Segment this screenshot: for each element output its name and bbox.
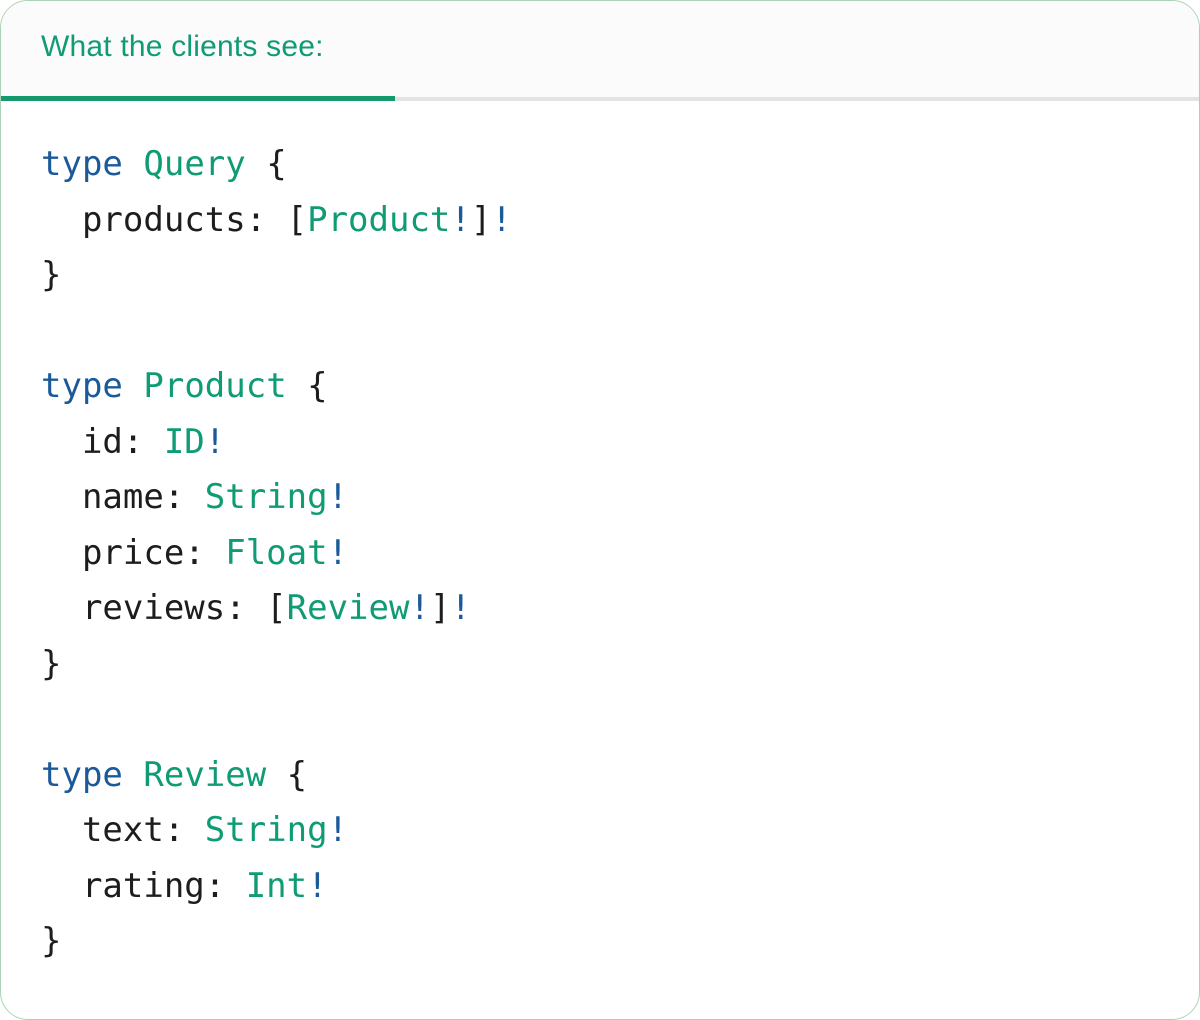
code-token-plain <box>123 144 143 184</box>
code-token-plain: products: [ <box>41 199 308 240</box>
code-line: type Query { <box>41 137 1159 193</box>
tab-underline-active <box>1 96 395 101</box>
code-token-bang: ! <box>307 865 328 906</box>
code-token-bang: ! <box>491 199 512 240</box>
code-token-keyword: type <box>41 144 123 184</box>
code-line: } <box>41 914 1159 970</box>
code-line: type Review { <box>41 748 1159 804</box>
tab-bar: What the clients see: <box>1 1 1199 101</box>
code-token-plain <box>123 366 143 406</box>
code-token-plain: text: <box>41 810 205 850</box>
code-block: type Query { products: [Product!]!}type … <box>1 101 1199 1006</box>
code-token-plain: id: <box>41 421 164 462</box>
code-token-bang: ! <box>327 810 349 850</box>
code-token-plain: { <box>266 754 308 795</box>
code-line: } <box>41 637 1159 693</box>
code-token-keyword: type <box>41 366 123 406</box>
code-token-bang: ! <box>327 477 349 517</box>
code-token-bang: ! <box>450 588 471 628</box>
code-token-bang: ! <box>327 532 349 573</box>
code-token-type: Product <box>143 366 287 406</box>
code-line: id: ID! <box>41 415 1159 471</box>
code-token-type: Product <box>307 199 451 240</box>
code-token-bang: ! <box>450 199 471 240</box>
code-line: type Product { <box>41 359 1159 415</box>
tab-underline-track <box>1 97 1199 101</box>
tab-what-the-clients-see[interactable]: What the clients see: <box>1 30 324 72</box>
code-line <box>41 692 1159 748</box>
code-token-plain: { <box>245 144 287 184</box>
code-token-plain: price: <box>41 532 226 573</box>
code-token-type: String <box>204 477 328 517</box>
code-token-bang: ! <box>409 588 430 628</box>
code-line: products: [Product!]! <box>41 193 1159 249</box>
code-line: text: String! <box>41 803 1159 859</box>
code-token-plain: rating: <box>41 865 246 906</box>
code-line: } <box>41 248 1159 304</box>
code-token-plain: } <box>41 643 62 684</box>
code-line: reviews: [Review!]! <box>41 581 1159 637</box>
code-token-type: Query <box>143 144 246 184</box>
code-line: rating: Int! <box>41 859 1159 915</box>
code-token-plain: name: <box>41 477 205 517</box>
code-token-plain: } <box>41 921 62 961</box>
code-token-type: Review <box>143 754 267 795</box>
code-token-plain <box>123 755 143 795</box>
code-token-keyword: type <box>41 754 123 795</box>
code-line <box>41 304 1159 360</box>
code-token-plain: ] <box>429 588 451 628</box>
code-token-type: Float <box>225 532 328 573</box>
code-token-plain: reviews: [ <box>41 588 287 628</box>
code-token-plain: } <box>41 255 62 295</box>
code-token-type: ID <box>163 421 205 462</box>
code-token-plain: { <box>286 366 328 406</box>
code-line: name: String! <box>41 470 1159 526</box>
code-token-type: Review <box>286 588 410 628</box>
code-token-type: String <box>204 810 328 850</box>
code-token-type: Int <box>245 865 308 906</box>
code-token-plain: ] <box>470 199 492 240</box>
code-token-bang: ! <box>204 421 226 462</box>
code-line: price: Float! <box>41 526 1159 582</box>
